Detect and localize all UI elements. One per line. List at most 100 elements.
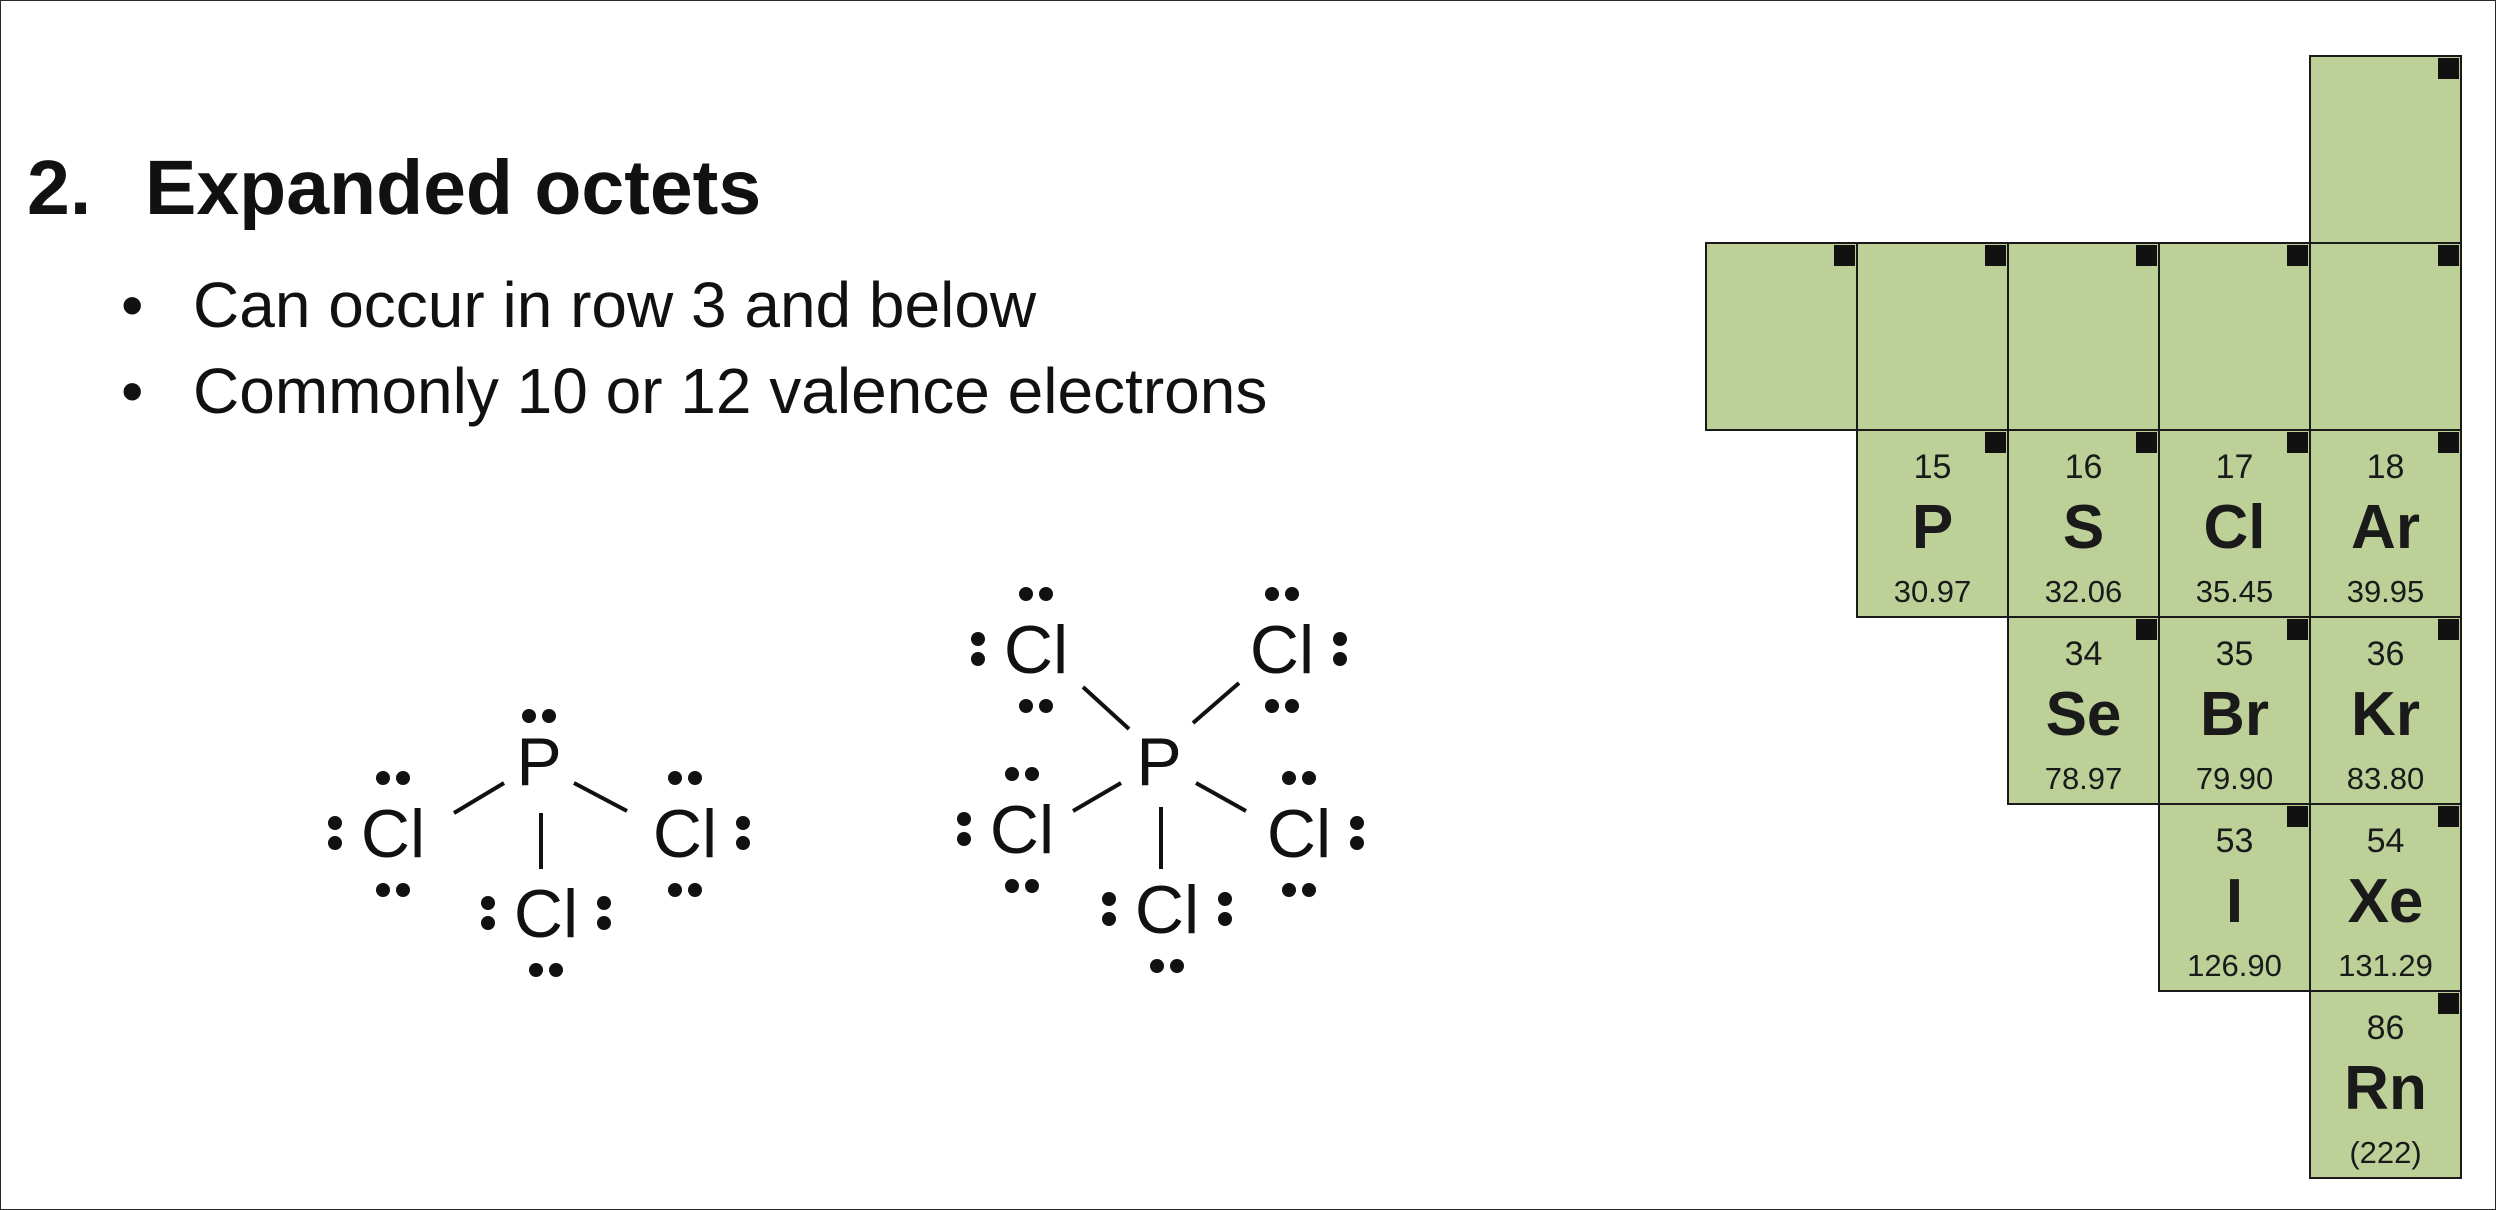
electron-dot (481, 896, 495, 910)
corner-marker (1985, 432, 2006, 453)
corner-marker (1834, 245, 1855, 266)
electron-dot (1333, 652, 1347, 666)
corner-marker (2438, 432, 2459, 453)
element-symbol: Rn (2344, 1054, 2427, 1123)
bullet-item: •Can occur in row 3 and below (121, 263, 1267, 349)
atomic-number: 16 (2065, 448, 2103, 486)
atomic-number: 36 (2367, 635, 2405, 673)
electron-dot (1005, 879, 1019, 893)
cell-background (2007, 429, 2160, 618)
chlorine-atom: Cl (1267, 796, 1331, 872)
electron-dot (376, 771, 390, 785)
element-cell (2309, 55, 2462, 244)
electron-dot (529, 963, 543, 977)
element-cell (1705, 242, 1858, 431)
atomic-mass: 39.95 (2347, 574, 2425, 609)
element-symbol: I (2226, 867, 2243, 936)
corner-marker (2287, 245, 2308, 266)
element-symbol: Br (2200, 680, 2269, 749)
electron-dot (1265, 699, 1279, 713)
bond-line (573, 781, 628, 813)
cell-background (1856, 242, 2009, 431)
electron-dot (396, 883, 410, 897)
electron-dot (1170, 959, 1184, 973)
chlorine-atom: Cl (361, 796, 425, 872)
electron-dot (1285, 587, 1299, 601)
phosphorus-atom: P (516, 724, 561, 800)
title-number: 2. (27, 145, 92, 231)
electron-dot (688, 883, 702, 897)
electron-dot (1039, 587, 1053, 601)
electron-dot (1350, 816, 1364, 830)
corner-marker (2136, 245, 2157, 266)
electron-dot (1285, 699, 1299, 713)
cell-background (2007, 616, 2160, 805)
element-symbol: S (2063, 493, 2104, 562)
atomic-mass: 131.29 (2338, 948, 2433, 983)
electron-dot (1218, 912, 1232, 926)
title-text: Expanded octets (145, 145, 762, 231)
element-symbol: Se (2046, 680, 2122, 749)
bond-line (1191, 681, 1241, 725)
phosphorus-atom: P (1136, 724, 1181, 800)
cell-background (2158, 616, 2311, 805)
cell-background (2158, 242, 2311, 431)
corner-marker (2438, 993, 2459, 1014)
chlorine-atom: Cl (1004, 612, 1068, 688)
electron-dot (376, 883, 390, 897)
chlorine-atom: Cl (514, 876, 578, 952)
cell-background (1856, 429, 2009, 618)
chlorine-atom: Cl (653, 796, 717, 872)
electron-dot (1019, 699, 1033, 713)
bullet-list: •Can occur in row 3 and below •Commonly … (121, 263, 1267, 435)
electron-dot (1265, 587, 1279, 601)
electron-dot (1218, 892, 1232, 906)
slide-title: 2. Expanded octets (27, 141, 761, 235)
corner-marker (2287, 806, 2308, 827)
cell-background (2309, 429, 2462, 618)
cell-background (2309, 990, 2462, 1179)
atomic-mass: 35.45 (2196, 574, 2274, 609)
bullet-text: Can occur in row 3 and below (193, 269, 1037, 341)
cell-background (2309, 616, 2462, 805)
electron-dot (481, 916, 495, 930)
corner-marker (2136, 619, 2157, 640)
element-cell (2309, 242, 2462, 431)
element-symbol: Xe (2348, 867, 2424, 936)
cell-background (1705, 242, 1858, 431)
element-cell (2158, 242, 2311, 431)
electron-dot (1282, 883, 1296, 897)
element-symbol: Cl (2204, 493, 2266, 562)
corner-marker (1985, 245, 2006, 266)
atomic-number: 18 (2367, 448, 2405, 486)
atomic-number: 35 (2216, 635, 2254, 673)
atomic-mass: (222) (2349, 1135, 2421, 1170)
chlorine-atom: Cl (1135, 872, 1199, 948)
cell-background (2309, 242, 2462, 431)
electron-dot (688, 771, 702, 785)
bullet-item: •Commonly 10 or 12 valence electrons (121, 349, 1267, 435)
corner-marker (2438, 619, 2459, 640)
element-cell (1856, 242, 2009, 431)
electron-dot (1019, 587, 1033, 601)
bond-line (1195, 781, 1247, 813)
cell-background (2007, 242, 2160, 431)
electron-dot (549, 963, 563, 977)
corner-marker (2438, 245, 2459, 266)
electron-dot (396, 771, 410, 785)
electron-dot (1102, 892, 1116, 906)
bond-line (1071, 781, 1123, 813)
atomic-number: 34 (2065, 635, 2103, 673)
